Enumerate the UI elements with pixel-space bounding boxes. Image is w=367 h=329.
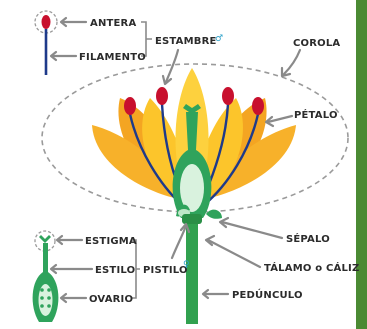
label-talamo: TÁLAMO o CÁLIZ [264,261,359,274]
label-pedunculo: PEDÚNCULO [232,288,303,301]
label-petalo: PÉTALO [294,108,338,121]
label-antera: ANTERA [90,18,136,29]
female-symbol: ♀ [183,260,190,270]
antera-detail [42,15,51,29]
label-sepalo: SÉPALO [286,232,330,245]
label-estigma: ESTIGMA [85,236,137,247]
sepal-right [206,210,222,219]
label-corola: COROLA [293,38,340,49]
estambre-bracket [141,22,152,56]
label-pistilo: PISTILO [143,265,188,276]
label-ovario: OVARIO [89,294,133,305]
male-symbol: ♂ [215,34,223,44]
receptacle [182,214,202,224]
ovario-detail-inner [39,284,53,316]
estigma-detail [39,235,51,243]
label-estilo: ESTILO [95,265,135,276]
label-estambre: ESTAMBRE [155,36,217,47]
label-filamento: FILAMENTO [79,52,146,63]
estilo-detail [43,243,48,273]
